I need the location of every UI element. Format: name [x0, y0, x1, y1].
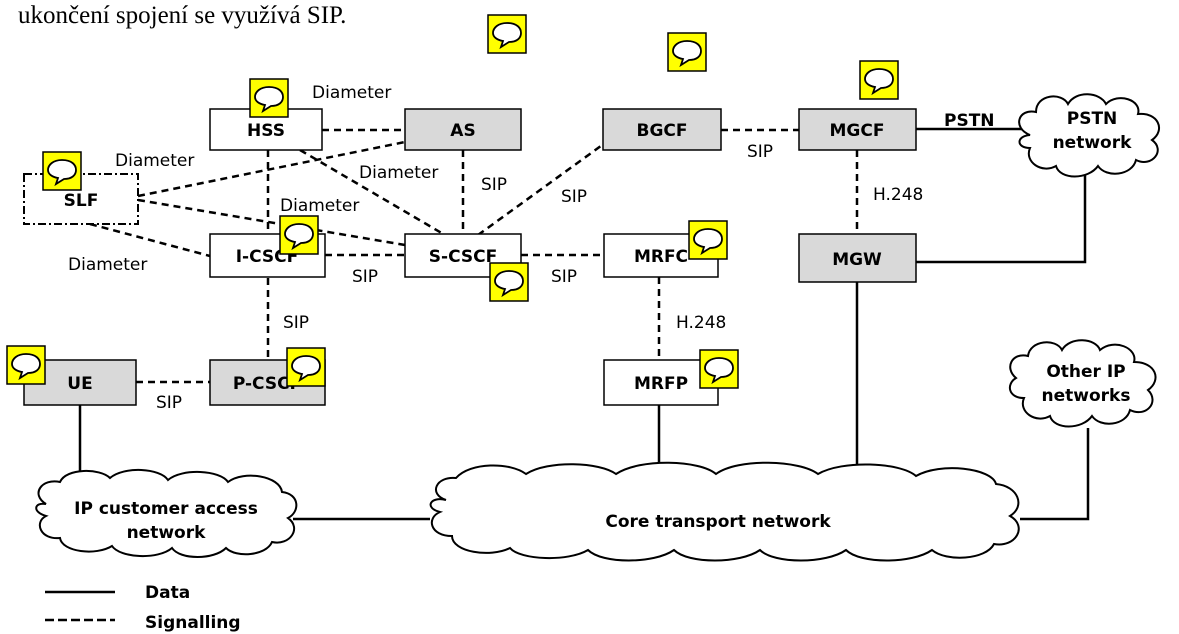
speech-bubble-icon[interactable]	[699, 349, 739, 389]
node-ue-label: UE	[67, 374, 92, 394]
label-mgcf-mgw: H.248	[873, 185, 923, 205]
label-icscf-scscf: SIP	[352, 267, 378, 287]
node-mgw[interactable]: MGW	[798, 233, 917, 283]
label-mgcf-pstn: PSTN	[944, 111, 995, 131]
link-slf-icscf	[89, 222, 211, 258]
link-slf-scscf	[137, 198, 406, 247]
cloud-access-line1: IP customer access	[74, 499, 258, 519]
node-hss[interactable]: HSS	[209, 108, 323, 151]
label-slf-icscf: Diameter	[68, 255, 147, 275]
node-bgcf-label: BGCF	[637, 121, 688, 141]
node-as-label: AS	[450, 121, 475, 141]
label-as-scscf: SIP	[481, 175, 507, 195]
link-hss-scscf	[299, 148, 446, 237]
label-bgcf-mgcf: SIP	[747, 142, 773, 162]
node-mrfp-label: MRFP	[634, 374, 688, 394]
speech-bubble-icon[interactable]	[688, 220, 728, 260]
node-mrfc-label: MRFC	[634, 247, 688, 267]
cloud-other-ip-line2: networks	[1042, 386, 1131, 406]
legend: Data Signalling	[45, 583, 241, 633]
node-bgcf[interactable]: BGCF	[602, 108, 722, 151]
label-ue-pcscf: SIP	[156, 393, 182, 413]
cloud-pstn: PSTN network	[1018, 93, 1160, 178]
node-hss-label: HSS	[247, 121, 285, 141]
node-mgcf-label: MGCF	[830, 121, 885, 141]
legend-data-label: Data	[145, 583, 190, 603]
node-scscf-label: S-CSCF	[429, 247, 497, 267]
speech-bubble-icon[interactable]	[286, 347, 326, 387]
label-slf-scscf: Diameter	[280, 196, 359, 216]
link-core-otherip	[1020, 428, 1090, 521]
label-slf-hss: Diameter	[115, 151, 194, 171]
cloud-core-label: Core transport network	[605, 512, 831, 532]
node-mrfp[interactable]: MRFP	[603, 359, 719, 406]
node-mgw-label: MGW	[832, 250, 882, 270]
link-slf-as	[137, 140, 406, 198]
cloud-pstn-line2: network	[1053, 133, 1133, 153]
speech-bubble-icon[interactable]	[42, 151, 82, 191]
node-mgcf[interactable]: MGCF	[798, 108, 917, 151]
node-pcscf-label: P-CSCF	[233, 374, 301, 394]
cloud-other-ip: Other IP networks	[1008, 339, 1157, 428]
cloud-other-ip-line1: Other IP	[1046, 362, 1125, 382]
speech-bubble-icon[interactable]	[6, 345, 46, 385]
speech-bubble-icon[interactable]	[489, 262, 529, 302]
label-hss-scscf: Diameter	[359, 163, 438, 183]
label-scscf-mrfc: SIP	[551, 267, 577, 287]
node-as[interactable]: AS	[404, 108, 522, 151]
cloud-access: IP customer access network	[35, 468, 298, 558]
legend-signalling-label: Signalling	[145, 613, 241, 633]
speech-bubble-icon[interactable]	[859, 60, 899, 100]
cloud-access-line2: network	[127, 523, 207, 543]
intro-text: ukončení spojení se využívá SIP.	[18, 2, 347, 29]
link-labels: Diameter Diameter Diameter Diameter Diam…	[68, 83, 995, 413]
label-mrfc-mrfp: H.248	[676, 313, 726, 333]
speech-bubble-icon[interactable]	[249, 78, 289, 118]
speech-bubble-icon[interactable]	[487, 14, 527, 54]
label-scscf-bgcf: SIP	[561, 187, 587, 207]
speech-bubble-icon[interactable]	[279, 215, 319, 255]
node-slf-label: SLF	[64, 191, 99, 211]
speech-bubble-icon[interactable]	[667, 32, 707, 72]
cloud-core: Core transport network	[429, 461, 1020, 562]
data-links	[78, 127, 1090, 521]
link-mgw-pstn	[916, 170, 1087, 264]
label-hss-as: Diameter	[312, 83, 391, 103]
label-icscf-pcscf: SIP	[283, 313, 309, 333]
cloud-pstn-line1: PSTN	[1067, 109, 1118, 129]
signalling-links	[89, 128, 859, 384]
link-scscf-bgcf	[477, 141, 606, 237]
